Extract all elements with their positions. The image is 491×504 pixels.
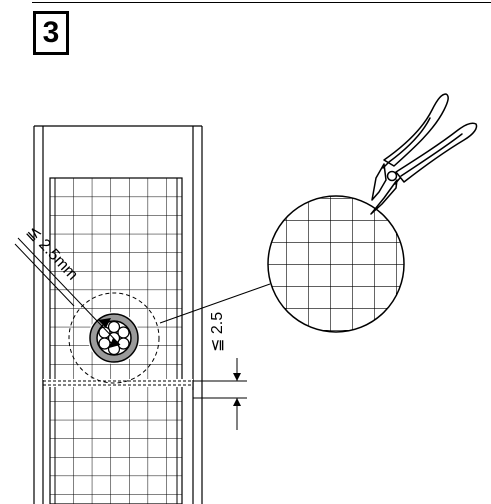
step-number-badge: 3: [33, 11, 69, 55]
cutting-pliers-icon: [370, 93, 478, 215]
magnified-grid-view: [267, 195, 405, 333]
cable-duct: [33, 125, 203, 504]
top-rule: [32, 2, 491, 3]
gap-dimension: ≦ 2.5: [193, 312, 247, 430]
zoom-leader-line: [159, 283, 271, 324]
highlight-circle: [68, 292, 160, 384]
gap-label: ≦ 2.5: [209, 312, 226, 352]
step-number: 3: [42, 16, 60, 49]
